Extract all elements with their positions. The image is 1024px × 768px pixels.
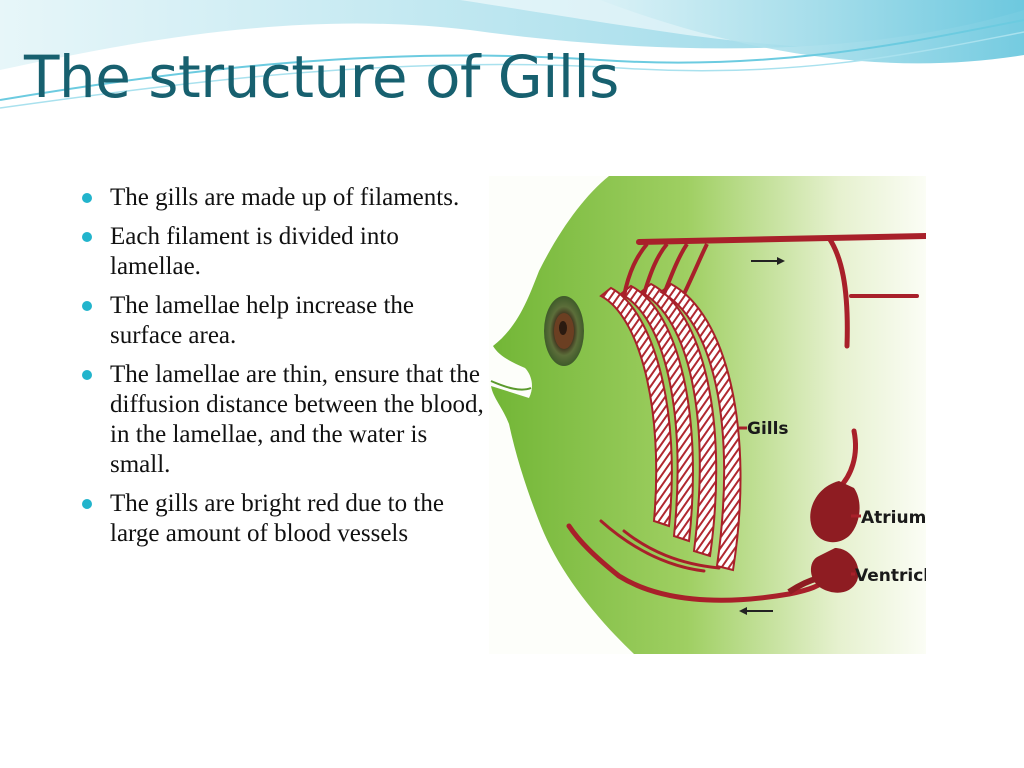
bullet-item: Each filament is divided into lamellae. xyxy=(80,222,485,282)
atrium-chamber xyxy=(810,481,860,543)
fish-gill-diagram: Gills Atrium Ventricle xyxy=(489,176,926,654)
label-gills: Gills xyxy=(747,419,789,439)
bullet-item: The lamellae help increase the surface a… xyxy=(80,291,485,351)
bullet-text: The lamellae help increase the surface a… xyxy=(110,292,415,349)
bullet-dot-icon xyxy=(82,499,92,509)
bullet-text: The lamellae are thin, ensure that the d… xyxy=(110,361,484,478)
flow-arrow-right-icon xyxy=(751,257,785,265)
bullet-text: Each filament is divided into lamellae. xyxy=(110,223,399,280)
bullet-dot-icon xyxy=(82,193,92,203)
flow-arrow-left-icon xyxy=(739,607,773,615)
gill-filaments xyxy=(599,242,742,572)
bullet-text: The gills are bright red due to the larg… xyxy=(110,490,444,547)
ventricle-chamber xyxy=(810,548,859,593)
bullet-dot-icon xyxy=(82,370,92,380)
label-atrium: Atrium xyxy=(861,508,926,528)
bullet-dot-icon xyxy=(82,232,92,242)
bullet-dot-icon xyxy=(82,301,92,311)
bullet-item: The lamellae are thin, ensure that the d… xyxy=(80,360,485,480)
fish-eye-icon xyxy=(544,296,584,366)
bullet-list: The gills are made up of filaments. Each… xyxy=(80,183,485,558)
heart xyxy=(787,481,860,595)
bullet-text: The gills are made up of filaments. xyxy=(110,184,460,211)
slide-title: The structure of Gills xyxy=(24,43,619,111)
label-ventricle: Ventricle xyxy=(855,566,926,586)
header-wave-decoration xyxy=(0,0,1024,109)
bullet-item: The gills are bright red due to the larg… xyxy=(80,489,485,549)
bullet-item: The gills are made up of filaments. xyxy=(80,183,485,213)
